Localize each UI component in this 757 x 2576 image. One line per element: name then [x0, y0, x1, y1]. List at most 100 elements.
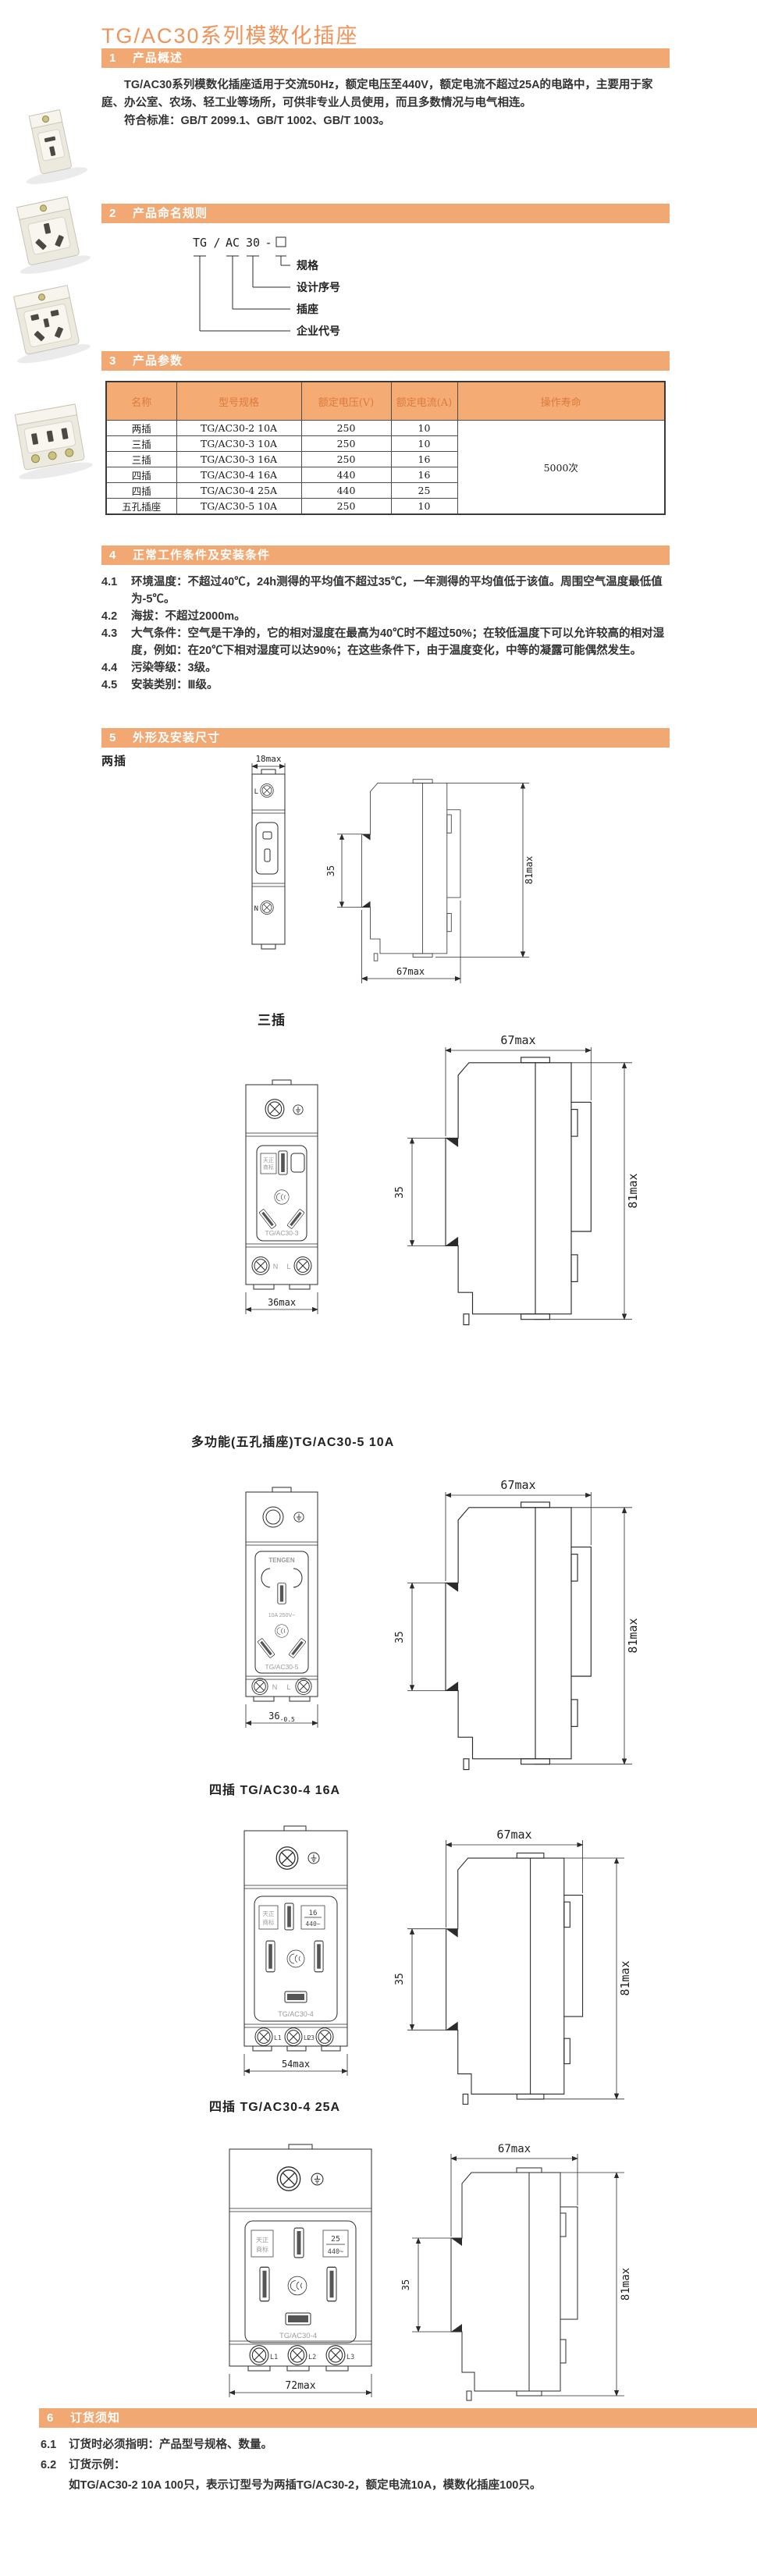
fig2-side-drawing: 67max 35 81max — [394, 1033, 640, 1326]
terminal-label: L — [254, 788, 258, 796]
dim-label-width: 54max — [282, 2059, 310, 2070]
cell-model: TG/AC30-4 25A — [176, 482, 302, 499]
brand-label: 天正 — [263, 1157, 274, 1164]
dim-label-height: 81max — [618, 1960, 632, 1995]
condition-item: 4.2 海拔：不超过2000m。 — [101, 608, 674, 625]
ccc-mark-icon — [287, 2276, 307, 2296]
section-title: 产品命名规则 — [133, 207, 208, 220]
product-photo-1 — [26, 109, 88, 184]
brand-label: TENGEN — [268, 1557, 295, 1564]
col-header-life: 操作寿命 — [457, 381, 666, 421]
fig2-front-drawing: 天正 商标 TG/AC30-3 N L 36max — [245, 1079, 318, 1314]
table-row: 两插 TG/AC30-2 10A 250 10 5000次 — [105, 420, 666, 515]
model-label: TG/AC30-5 — [265, 1663, 299, 1671]
table-row: 四插 TG/AC30-4 16A 440 16 — [105, 467, 665, 483]
fig3-front-drawing: TENGEN 10A 250V~ TG/AC30-5 N L 36-0.5 — [245, 1487, 318, 1728]
rating-volt: 440~ — [305, 1920, 320, 1928]
cell-voltage: 440 — [300, 467, 392, 483]
dim-label-depth: 67max — [500, 1033, 535, 1047]
condition-number: 4.5 — [101, 679, 118, 691]
dim-label-height: 81max — [626, 1618, 640, 1653]
brand-label: 商标 — [263, 1164, 274, 1171]
cell-model: TG/AC30-2 10A — [176, 420, 302, 436]
cell-name: 三插 — [105, 451, 177, 467]
fig4-label: 四插 TG/AC30-4 16A — [209, 1784, 341, 1797]
ccc-mark-icon — [286, 1949, 305, 1968]
fig2-label: 三插 — [258, 1013, 286, 1028]
section-title: 外形及安装尺寸 — [133, 731, 221, 744]
section-title: 产品概述 — [133, 52, 183, 65]
condition-text: 海拔：不超过2000m。 — [131, 610, 246, 623]
terminal-label: L1 — [274, 2034, 282, 2041]
cell-current: 10 — [390, 498, 458, 515]
condition-text: 安装类别：Ⅲ级。 — [131, 679, 219, 691]
dim-tolerance: -0.5 — [280, 1716, 295, 1723]
ordering-text: 订货示例： — [69, 2459, 126, 2471]
code-spec-box — [275, 236, 286, 247]
fig1-front-drawing: 18max L N — [251, 754, 286, 950]
cell-voltage: 250 — [300, 435, 392, 452]
dim-label-rail: 35 — [400, 2279, 411, 2290]
naming-rule-diagram: TG / AC 30 - 规格 设计序号 插座 企业代号 — [193, 236, 340, 337]
table-row: 五孔插座 TG/AC30-5 10A 250 10 — [105, 498, 665, 515]
col-header-voltage: 额定电压(V) — [300, 381, 392, 421]
parameters-table: 名称 型号规格 额定电压(V) 额定电流(A) 操作寿命 两插 TG/AC30-… — [105, 381, 666, 515]
cell-voltage: 250 — [300, 498, 392, 515]
code-slash: / — [213, 236, 220, 250]
section-bar-3: 3 产品参数 — [101, 351, 670, 371]
condition-number: 4.1 — [101, 576, 118, 588]
fig5-label: 四插 TG/AC30-4 25A — [209, 2101, 341, 2114]
dim-label-width: 36-0.5 — [268, 1711, 295, 1723]
terminal-label: L1 — [270, 2354, 278, 2361]
terminal-label: L2 — [304, 2034, 311, 2041]
terminal-label: N — [272, 1683, 278, 1691]
model-label: TG/AC30-4 — [279, 2332, 317, 2340]
brand-label: 天正 — [256, 2237, 268, 2244]
cell-current: 10 — [390, 420, 458, 436]
cell-name: 四插 — [105, 467, 177, 483]
section-title: 产品参数 — [133, 354, 183, 368]
cell-voltage: 250 — [300, 451, 392, 467]
terminal-label: N — [273, 1263, 279, 1270]
cell-name: 两插 — [105, 420, 177, 436]
ordering-example: 如TG/AC30-2 10A 100只，表示订型号为两插TG/AC30-2，额定… — [69, 2479, 542, 2492]
cell-current: 25 — [390, 482, 458, 499]
table-header-row: 名称 型号规格 额定电压(V) 额定电流(A) 操作寿命 — [105, 381, 666, 421]
fig1-label: 两插 — [101, 755, 127, 768]
dim-label-rail: 35 — [394, 1186, 406, 1199]
fig1-side-drawing: 35 67max 81max — [325, 779, 535, 983]
dim-label-width: 18max — [255, 754, 281, 764]
cell-voltage: 440 — [300, 482, 392, 499]
terminal-label: L3 — [307, 2034, 315, 2041]
section-number: 1 — [109, 52, 117, 65]
dim-label-depth: 67max — [498, 2143, 531, 2155]
rating-amp: 25 — [331, 2235, 340, 2244]
condition-text: 污染等级：3级。 — [131, 662, 217, 674]
page-title: TG/AC30系列模数化插座 — [101, 24, 359, 48]
section-number: 6 — [47, 2411, 55, 2425]
cell-voltage: 250 — [300, 420, 392, 436]
terminal-label: L3 — [347, 2354, 354, 2361]
terminal-label: L2 — [308, 2354, 316, 2361]
cell-current: 10 — [390, 435, 458, 452]
cell-current: 16 — [390, 451, 458, 467]
ordering-number: 6.1 — [41, 2439, 57, 2451]
condition-number: 4.2 — [101, 610, 118, 623]
section-number: 3 — [109, 354, 117, 368]
terminal-label: L — [286, 1263, 290, 1270]
dim-label-width: 72max — [285, 2380, 315, 2392]
ccc-mark-icon — [275, 1624, 289, 1638]
fig5-side-drawing: 67max 35 81max — [400, 2143, 632, 2401]
ccc-mark-icon — [274, 1189, 290, 1205]
section-number: 4 — [109, 549, 117, 562]
cell-name: 四插 — [105, 482, 177, 499]
model-label: TG/AC30-4 — [278, 2010, 314, 2018]
section-number: 2 — [109, 207, 117, 220]
section-number: 5 — [109, 731, 117, 744]
